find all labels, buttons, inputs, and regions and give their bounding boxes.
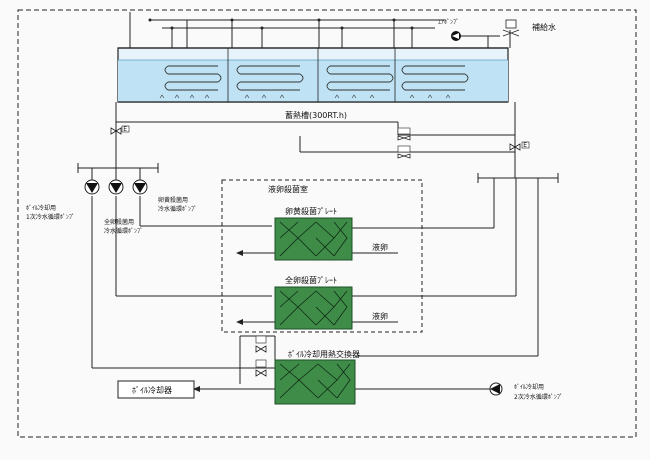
valve-right: E [509,141,530,151]
valve-left: E [110,125,130,135]
yolk-plate-label: 卵黄殺菌ﾌﾟﾚｰﾄ [285,206,337,216]
yolk-pump-label-2: 冷水循環ﾎﾟﾝﾌﾟ [158,205,197,213]
air-pump [451,31,461,41]
egg-sterilization-room [221,179,423,333]
whole-pump-label-2: 冷水循環ﾎﾟﾝﾌﾟ [104,227,143,235]
pump-yolk [132,179,148,195]
boil-cooling-hx [274,359,356,405]
valve-left-tag: E [123,126,127,133]
yolk-plate-hx [274,217,353,261]
boil-primary-pump-label-1: ﾎﾞｲﾙ冷却用 [26,204,56,212]
flow-arrows [193,250,243,392]
thermal-storage-tank [117,47,509,103]
liquid-egg-1-label: 液卵 [372,242,388,252]
valve-right-tag: E [523,142,527,149]
boil-secondary-pump-label-2: 2次冷水循環ﾎﾟﾝﾌﾟ [514,393,563,401]
yolk-pump-label-1: 卵黄殺菌用 [158,196,188,204]
pump-whole [108,179,124,195]
valve-mid-upper [397,127,411,141]
system-boundary [17,9,637,438]
pump-boil-secondary [489,382,503,396]
tank-label: 蓄熱槽(300RT.h) [285,110,347,120]
boil-cooler-label: ﾎﾞｲﾙ冷却器 [132,385,172,395]
valve-secondary [255,335,267,377]
makeup-water-valve [502,19,520,37]
liquid-egg-2-label: 液卵 [372,311,388,321]
boil-hx-label: ﾎﾞｲﾙ冷却用熱交換器 [288,349,360,359]
whole-pump-label-1: 全卵殺菌用 [104,218,134,226]
boil-secondary-pump-label-1: ﾎﾞｲﾙ冷却用 [514,383,544,391]
makeup-water-label: 補給水 [532,22,556,32]
egg-room-label: 液卵殺菌室 [268,184,308,194]
pump-boil-primary [84,179,100,195]
whole-plate-label: 全卵殺菌ﾌﾟﾚｰﾄ [285,275,337,285]
valve-mid-lower [397,145,411,159]
tank-top-piping [129,12,511,48]
header-taps [148,18,414,30]
air-pump-label: ｴｱﾎﾟﾝﾌﾟ [438,19,459,26]
boil-cooler-box [117,380,195,399]
whole-plate-hx [274,286,353,330]
boil-primary-pump-label-2: 1次冷水循環ﾎﾟﾝﾌﾟ [26,213,75,221]
